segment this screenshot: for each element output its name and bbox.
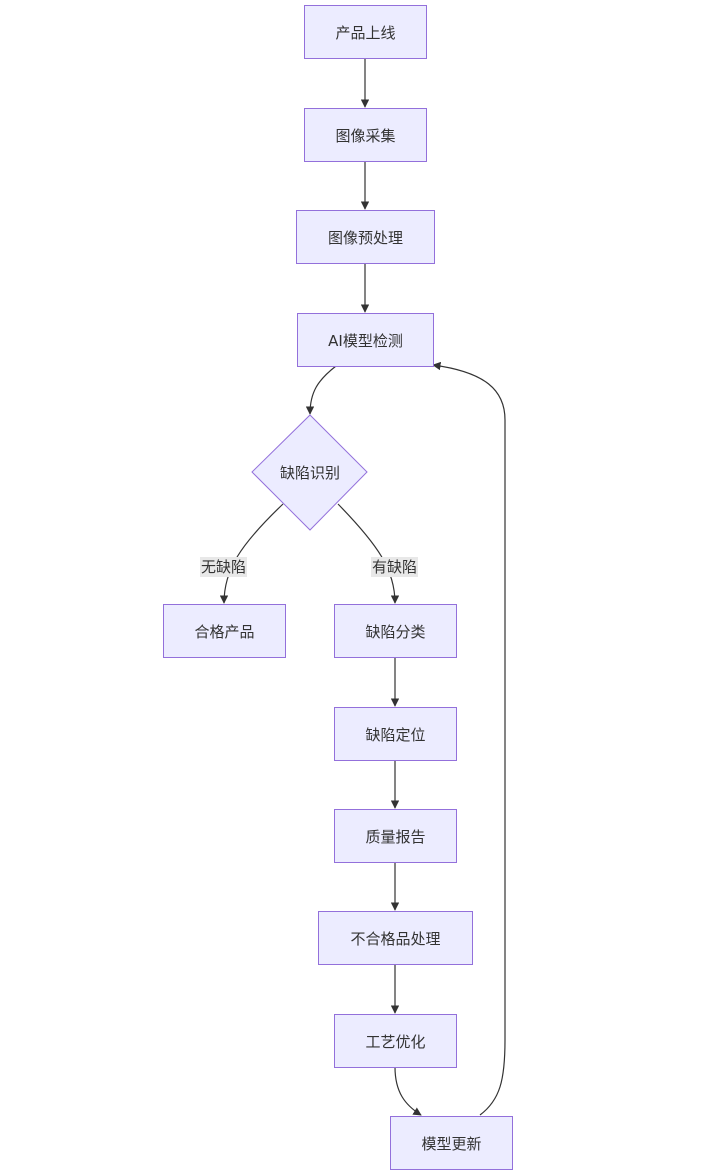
node-preprocess: 图像预处理 (296, 210, 435, 264)
node-launch: 产品上线 (304, 5, 427, 59)
edge-label-no-defect: 无缺陷 (200, 557, 248, 577)
edge-update-to-ai-detect (432, 361, 506, 1116)
node-locate: 缺陷定位 (334, 707, 457, 761)
node-report: 质量报告 (334, 809, 457, 863)
node-capture: 图像采集 (304, 108, 427, 162)
edge-identify-to-qualified (219, 503, 284, 604)
node-classify: 缺陷分类 (334, 604, 457, 658)
edge-identify-to-classify (337, 503, 400, 604)
node-optimize: 工艺优化 (334, 1014, 457, 1068)
node-nonconforming: 不合格品处理 (318, 911, 473, 965)
edge-label-has-defect: 有缺陷 (371, 557, 419, 577)
edge-ai-detect-to-identify (305, 365, 337, 415)
edge-optimize-to-update (394, 1066, 422, 1116)
node-update: 模型更新 (390, 1116, 513, 1170)
node-qualified: 合格产品 (163, 604, 286, 658)
node-ai-detect: AI模型检测 (297, 313, 434, 367)
node-identify-label: 缺陷识别 (279, 463, 340, 482)
node-identify-diamond (251, 414, 368, 531)
